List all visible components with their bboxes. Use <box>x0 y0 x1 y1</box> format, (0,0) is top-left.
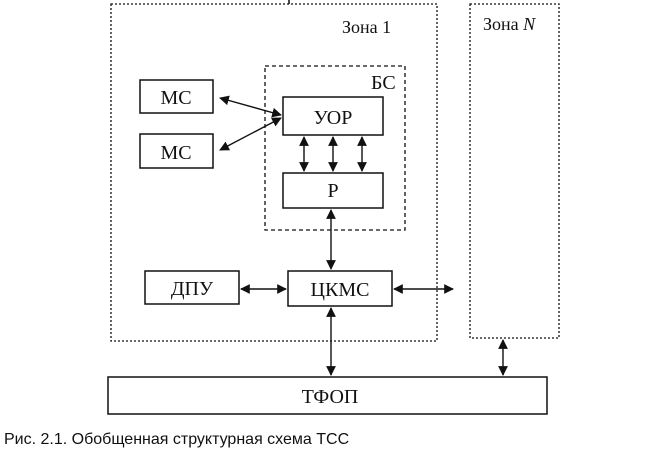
figure-caption-text: Обобщенная структурная схема ТСС <box>71 431 350 448</box>
tfop-label: ТФОП <box>302 386 359 408</box>
bs-label: БС <box>371 72 396 94</box>
ms-1-label: МС <box>160 87 191 109</box>
block-diagram: Зона 1 Зона N БС УОР Р МС МС ДПУ ЦКМС ТФ… <box>107 0 560 415</box>
figure-caption-number: Рис. 2.1. <box>4 431 68 448</box>
zone-n-label-variable: N <box>522 14 536 34</box>
tfop-block <box>107 376 548 415</box>
ms-block-2 <box>139 133 214 169</box>
zone-1-frame <box>110 3 438 342</box>
zone-n-label-prefix: Зона <box>483 14 523 34</box>
figure-caption: Рис. 2.1. Обобщенная структурная схема Т… <box>4 431 349 449</box>
link-ms2-uor <box>219 117 282 151</box>
dpu-label: ДПУ <box>171 278 214 300</box>
zone-n-label: Зона N <box>483 14 536 34</box>
uor-block <box>282 96 384 136</box>
zone-1-label: Зона 1 <box>342 17 391 37</box>
dpu-block <box>144 270 240 305</box>
ms-block-1 <box>139 79 214 114</box>
r-block <box>282 172 384 209</box>
zone-n-frame <box>469 3 560 339</box>
ms-2-label: МС <box>160 142 191 164</box>
link-ms1-uor <box>219 95 282 118</box>
uor-label: УОР <box>314 107 353 129</box>
r-label: Р <box>327 180 338 202</box>
ckms-label: ЦКМС <box>311 279 370 301</box>
ckms-block <box>287 270 393 307</box>
